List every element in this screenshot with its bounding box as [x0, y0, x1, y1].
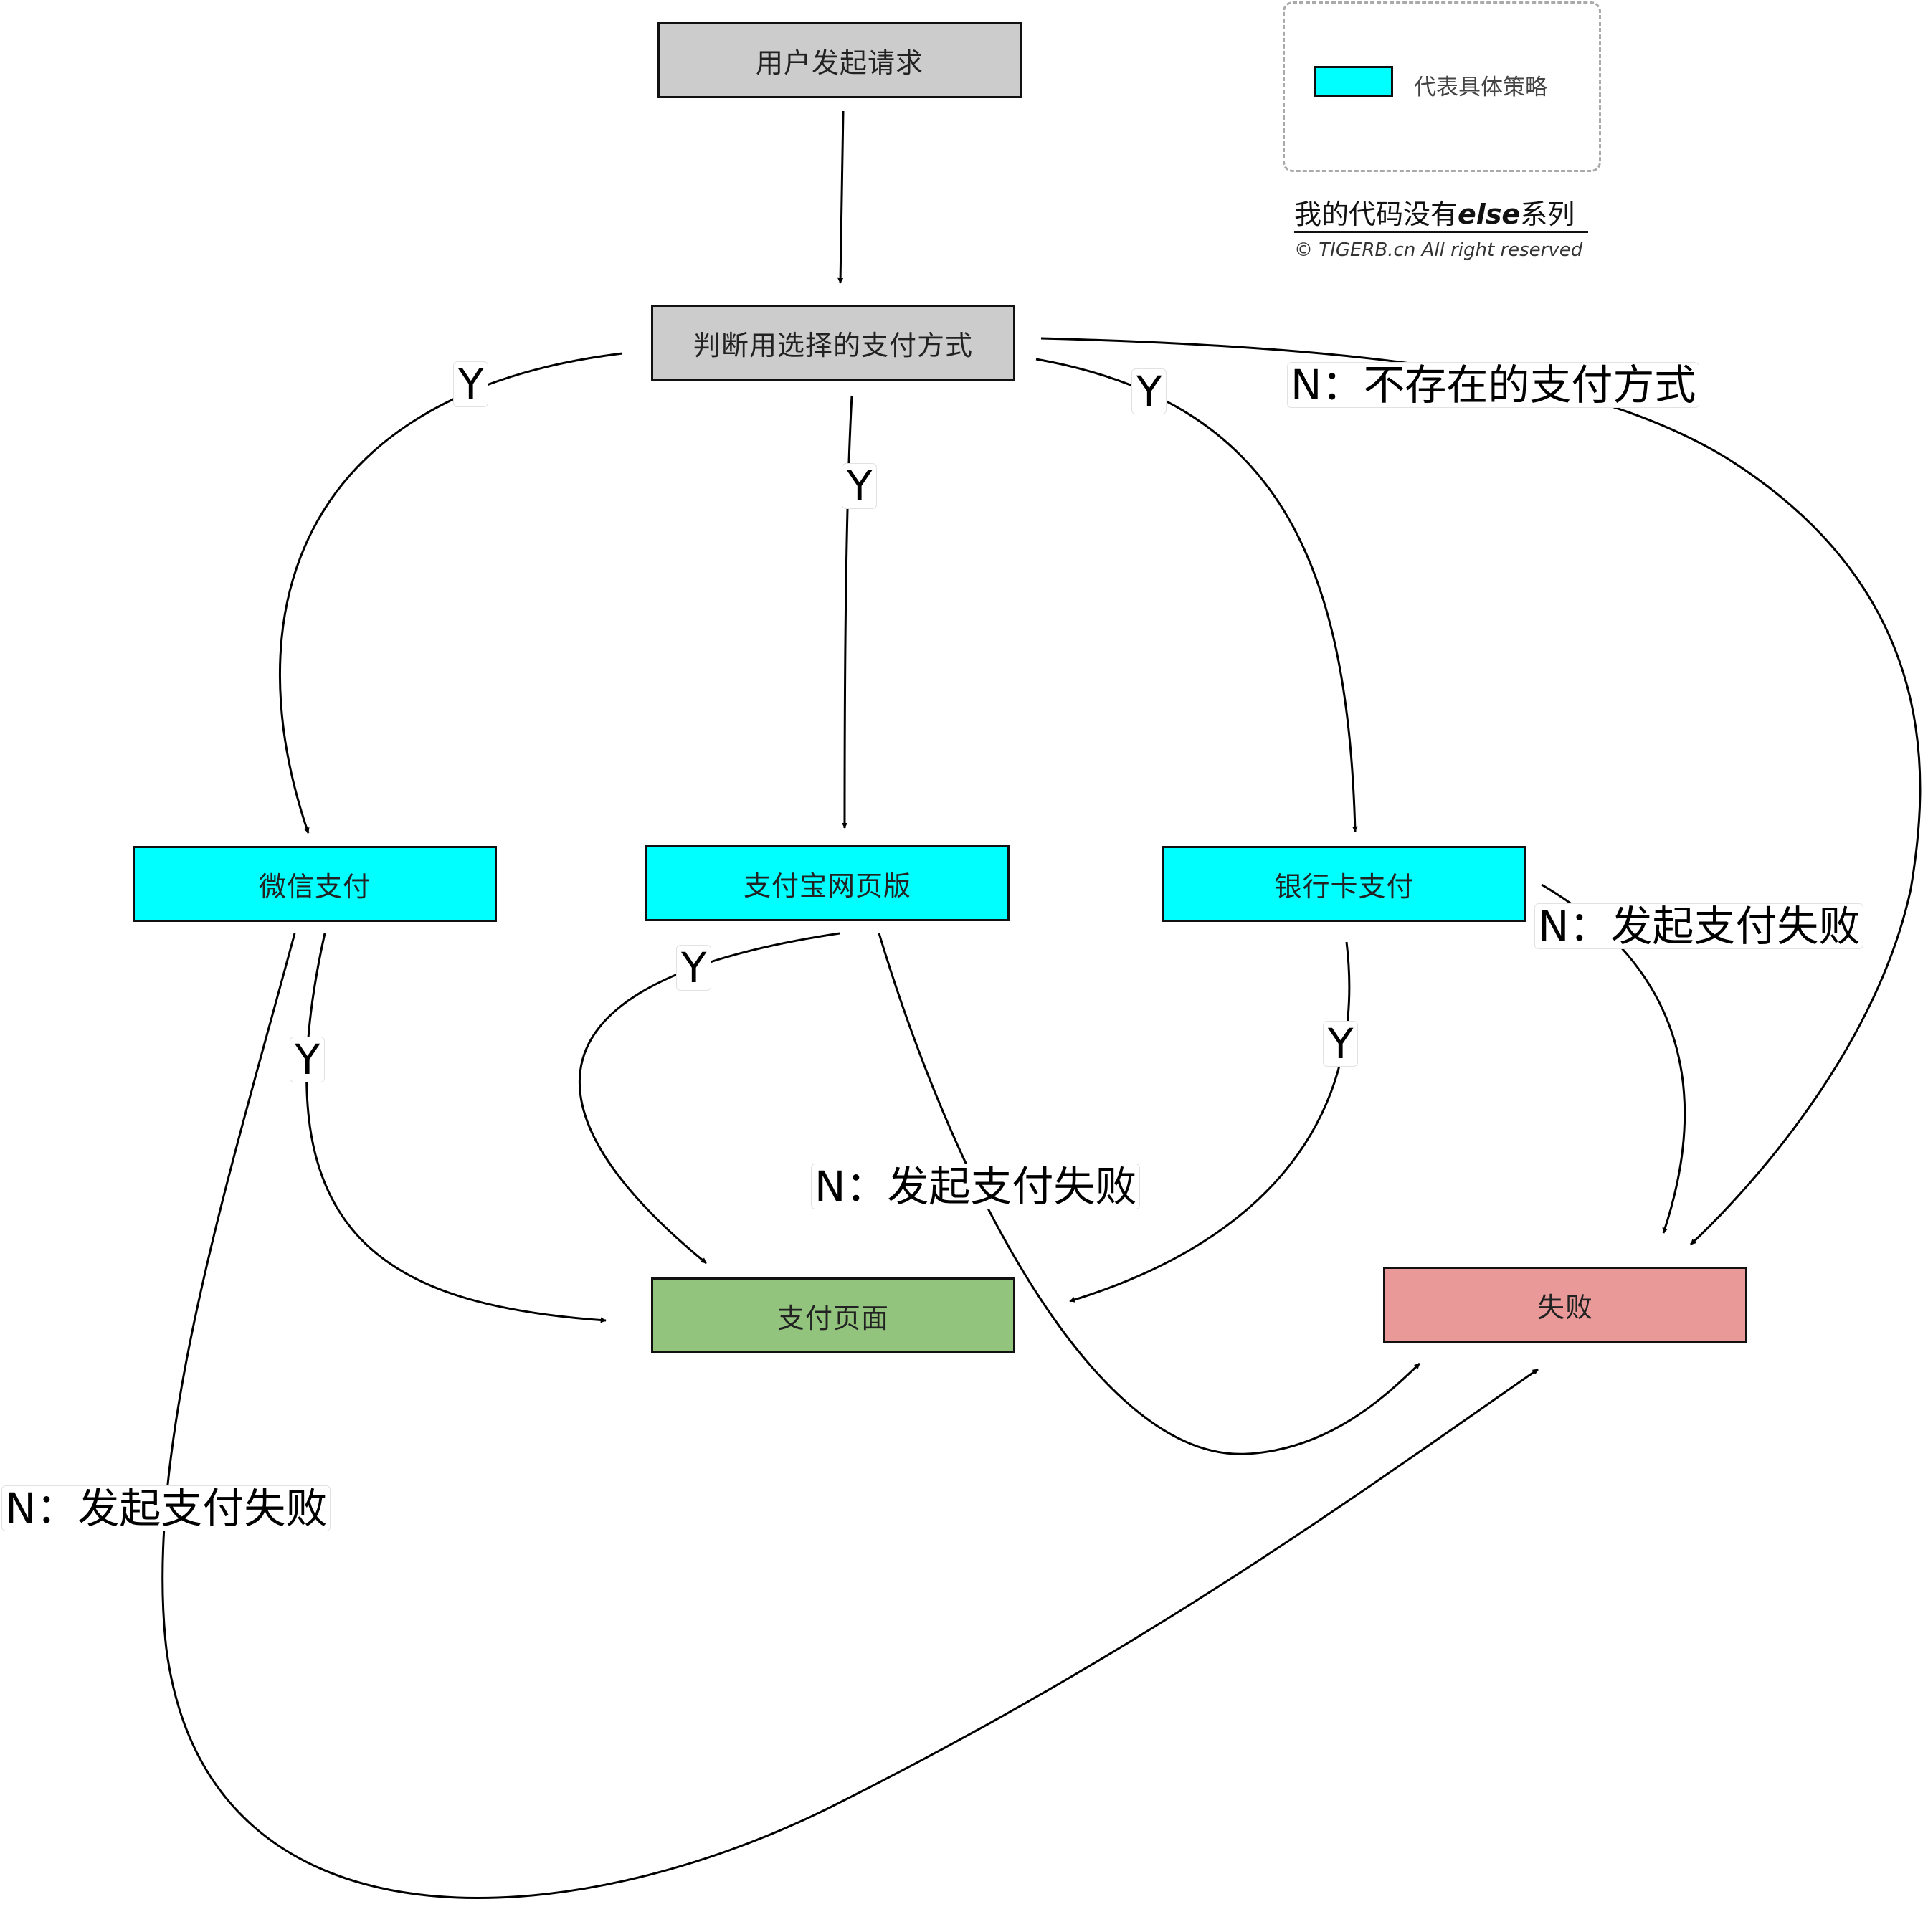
node-fail[interactable]: 失败: [1383, 1267, 1747, 1343]
edge-label-wechat-fail: N：发起支付失败: [1, 1485, 331, 1531]
edge-label-alipay-fail: N：发起支付失败: [811, 1164, 1141, 1209]
node-alipay-web[interactable]: 支付宝网页版: [645, 845, 1010, 921]
edge-bankcard-to-paypage: [1069, 941, 1351, 1303]
edge-label-bankcard-ok: Y: [1323, 1021, 1359, 1067]
edge-label-bankcard-fail: N：发起支付失败: [1534, 903, 1864, 949]
series-title-suffix: 系列: [1520, 199, 1575, 230]
series-title-prefix: 我的代码没有: [1294, 199, 1458, 230]
edge-decision-to-fail: [1040, 337, 1922, 1246]
node-bankcard-pay[interactable]: 银行卡支付: [1162, 846, 1526, 922]
series-title-underline: [1294, 231, 1588, 233]
legend-text: 代表具体策略: [1414, 75, 1547, 100]
edge-label-alipay-ok: Y: [676, 945, 712, 991]
edge-label-to-alipay: Y: [842, 463, 878, 509]
node-start[interactable]: 用户发起请求: [657, 22, 1022, 98]
node-decision[interactable]: 判断用选择的支付方式: [651, 305, 1015, 381]
edge-alipay-to-fail: [878, 933, 1421, 1455]
edge-wechat-to-paypage: [305, 933, 607, 1323]
legend-box: [1283, 1, 1601, 172]
edge-label-wechat-ok: Y: [290, 1037, 326, 1082]
edge-wechat-to-fail: [161, 933, 1539, 1899]
node-wechat-pay[interactable]: 微信支付: [133, 846, 497, 922]
edge-decision-to-bankcard: [1035, 358, 1358, 832]
edge-decision-to-alipay: [842, 395, 853, 829]
edge-decision-to-wechat: [279, 352, 623, 834]
edge-label-to-wechat: Y: [453, 361, 489, 407]
edge-start-to-decision: [837, 110, 845, 284]
node-pay-page[interactable]: 支付页面: [651, 1277, 1015, 1353]
series-title-emphasis: else: [1458, 199, 1521, 230]
copyright-text: © TIGERB.cn All right reserved: [1294, 239, 1583, 261]
edge-label-to-bankcard: Y: [1131, 368, 1167, 414]
series-title: 我的代码没有else系列: [1294, 192, 1575, 232]
legend-strategy-swatch: [1314, 66, 1393, 97]
edge-label-unsupported: N：不存在的支付方式: [1287, 362, 1700, 408]
